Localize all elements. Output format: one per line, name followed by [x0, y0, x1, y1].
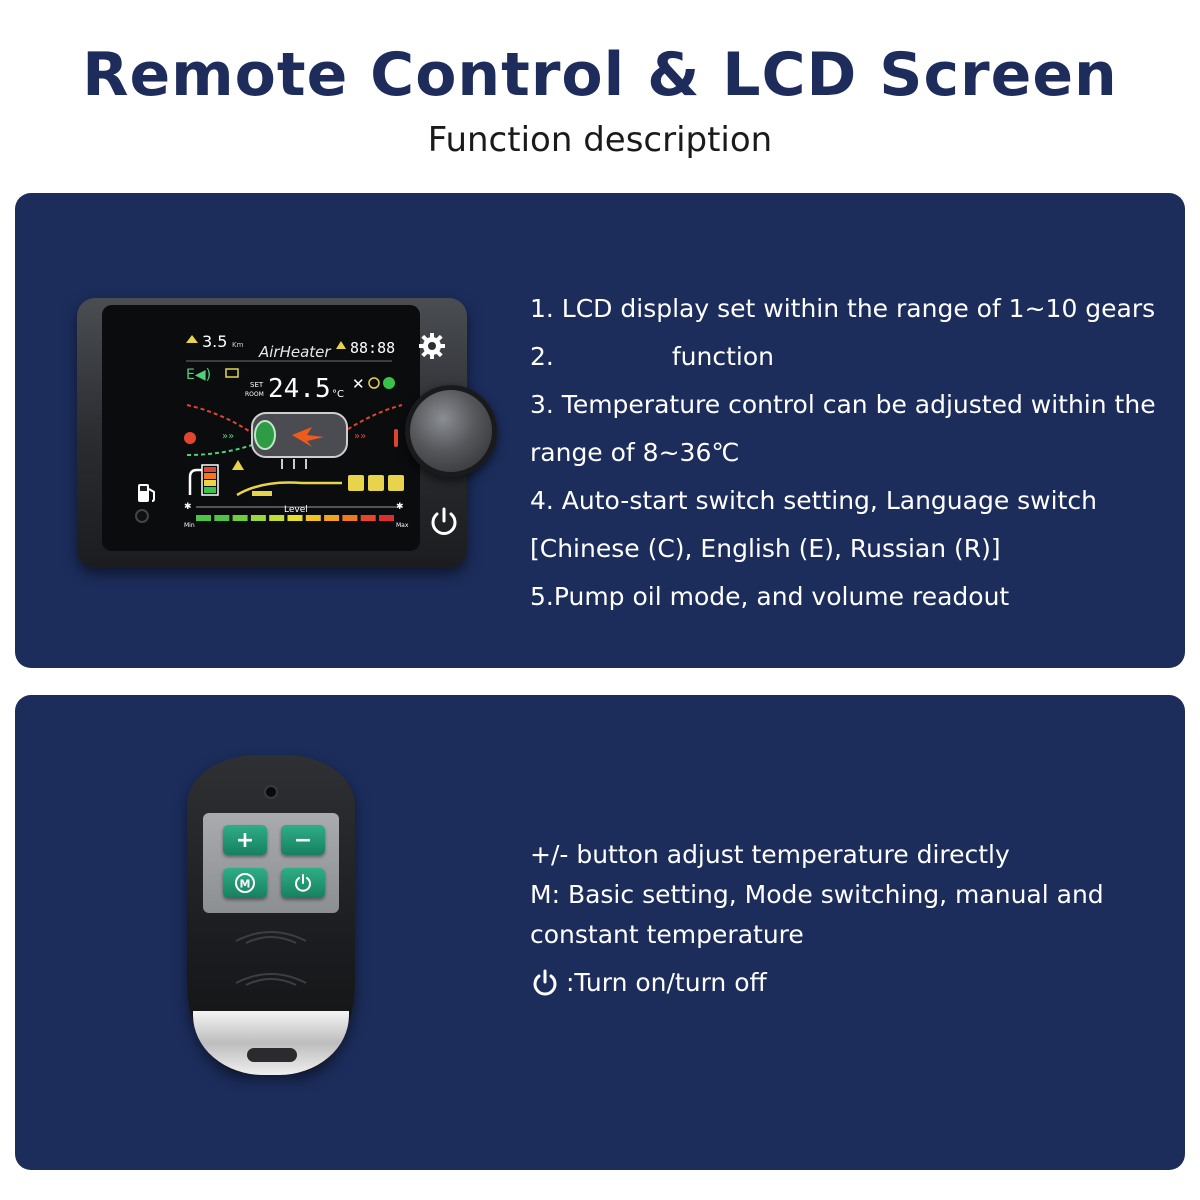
level-max-label: Max — [396, 522, 409, 529]
battery-icon — [225, 368, 239, 378]
fuel-gauge-icon — [201, 464, 219, 496]
lcd-temperature: 24.5 — [268, 374, 331, 404]
level-bar — [196, 515, 394, 521]
lcd-feature-1: 1. LCD display set within the range of 1… — [530, 294, 1156, 323]
fuel-warning-icon — [232, 460, 244, 470]
redacted-text — [554, 348, 672, 368]
remote-ridge — [235, 931, 307, 944]
level-segment — [342, 515, 358, 521]
altitude-icon — [186, 335, 198, 343]
remote-feature-list: +/- button adjust temperature directly M… — [530, 835, 1170, 1003]
remote-chrome-trim — [193, 1011, 349, 1075]
heat-mode-icon — [368, 475, 384, 491]
remote-power-button[interactable] — [281, 868, 325, 898]
thermometer-icon — [394, 429, 398, 447]
seat-heat-icon — [388, 475, 404, 491]
alert-icon — [336, 341, 346, 349]
lcd-feature-panel: 3.5 Km AirHeater 88:88 E◀) SET ROOM 24.5… — [15, 193, 1185, 668]
remote-button-panel: + − M — [203, 813, 339, 913]
level-label: Level — [284, 505, 308, 515]
remote-feature-mode: M: Basic setting, Mode switching, manual… — [530, 880, 1104, 949]
svg-text:»»: »» — [354, 431, 366, 442]
svg-text:»»: »» — [222, 431, 234, 442]
settings-small-icon — [368, 377, 380, 389]
power-icon[interactable] — [427, 505, 461, 539]
lcd-temperature-unit: °C — [332, 389, 344, 400]
temperature-knob[interactable] — [405, 385, 497, 477]
level-segment — [324, 515, 340, 521]
page-title: Remote Control & LCD Screen — [82, 40, 1118, 110]
lcd-feature-4: 4. Auto-start switch setting, Language s… — [530, 486, 1097, 515]
page-subtitle: Function description — [427, 120, 773, 160]
altitude-unit: Km — [232, 341, 244, 349]
level-segment — [269, 515, 285, 521]
mode-button[interactable]: M — [223, 868, 267, 898]
power-icon — [533, 969, 557, 996]
lcd-feature-2: 2.function — [530, 342, 774, 371]
set-label: SET — [250, 381, 264, 389]
level-segment — [287, 515, 303, 521]
remote-led — [264, 785, 278, 799]
lcd-feature-list: 1. LCD display set within the range of 1… — [530, 285, 1180, 621]
gear-icon[interactable] — [417, 331, 447, 361]
remote-ridge — [235, 973, 307, 986]
lcd-feature-3-cont: range of 8~36℃ — [530, 438, 740, 467]
minus-button[interactable]: − — [281, 825, 325, 855]
level-segment — [214, 515, 230, 521]
keyring-slot — [247, 1048, 297, 1062]
plus-button[interactable]: + — [223, 825, 267, 855]
level-segment — [250, 515, 266, 521]
sound-icon: E◀) — [186, 367, 211, 383]
lcd-controller: 3.5 Km AirHeater 88:88 E◀) SET ROOM 24.5… — [77, 293, 517, 573]
fuel-pump-icon — [138, 484, 155, 502]
warning-light-icon — [184, 432, 196, 444]
tools-icon: ✕ — [352, 375, 365, 393]
level-segment — [196, 515, 211, 521]
signal-icon — [383, 377, 395, 389]
remote-feature-plus-minus: +/- button adjust temperature directly — [530, 840, 1010, 869]
remote-control: + − M — [187, 755, 367, 1085]
fan-mode-icon — [348, 475, 364, 491]
pump-icon — [188, 468, 202, 495]
light-sensor — [135, 509, 149, 523]
mode-icon: M — [235, 873, 255, 893]
fan-min-icon: ✱ — [184, 502, 192, 512]
lcd-clock: 88:88 — [350, 339, 395, 357]
level-segment — [232, 515, 248, 521]
level-segment — [379, 515, 394, 521]
lcd-feature-3: 3. Temperature control can be adjusted w… — [530, 390, 1156, 419]
fan-max-icon: ✱ — [396, 502, 404, 512]
level-segment — [360, 515, 376, 521]
lcd-feature-5: 5.Pump oil mode, and volume readout — [530, 582, 1010, 611]
lcd-brand: AirHeater — [258, 343, 331, 361]
svg-text:M: M — [240, 878, 251, 891]
room-label: ROOM — [245, 391, 264, 398]
altitude-value: 3.5 — [202, 332, 227, 351]
remote-feature-power: :Turn on/turn off — [530, 963, 1170, 1003]
power-icon — [295, 874, 311, 892]
remote-feature-panel: + − M +/- button adjust — [15, 695, 1185, 1170]
level-segment — [305, 515, 321, 521]
lcd-feature-4-cont: [Chinese (C), English (E), Russian (R)] — [530, 534, 1001, 563]
lcd-display: 3.5 Km AirHeater 88:88 E◀) SET ROOM 24.5… — [102, 305, 420, 551]
level-min-label: Min — [184, 522, 195, 529]
